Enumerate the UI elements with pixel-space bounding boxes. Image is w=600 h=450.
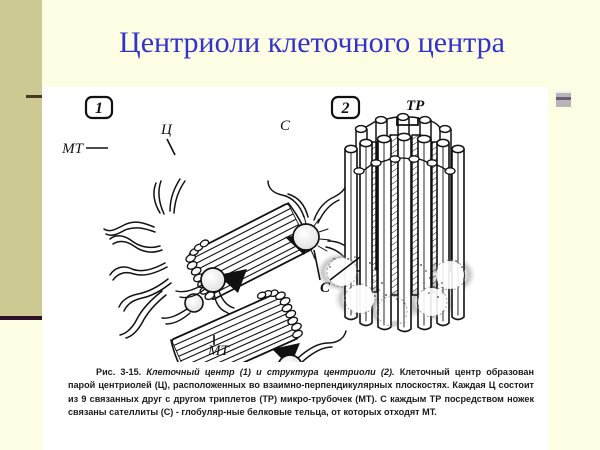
satellite-lower-right bbox=[278, 330, 347, 362]
label-tp: TP bbox=[406, 98, 425, 114]
label-ts: Ц bbox=[160, 122, 173, 138]
side-band-tick bbox=[26, 95, 50, 98]
page-title: Центриоли клеточного центра bbox=[119, 26, 505, 59]
caption-figure-title: Клеточный центр (1) и структура центриол… bbox=[146, 367, 395, 377]
panel-1-number-badge: 1 bbox=[84, 95, 114, 120]
panel-2-group bbox=[316, 112, 476, 333]
caption-figure-number: Рис. 3-15. bbox=[96, 367, 142, 377]
satellite-middle bbox=[161, 267, 235, 326]
label-mt-top: MT bbox=[61, 141, 84, 157]
figure-caption: Рис. 3-15. Клеточный центр (1) и структу… bbox=[68, 366, 534, 420]
panel-2-number-badge: 2 bbox=[330, 95, 361, 120]
side-band-rule bbox=[0, 316, 42, 320]
label-c-panel1: C bbox=[280, 118, 291, 134]
label-c-panel2: C bbox=[320, 280, 331, 296]
panel-2-number: 2 bbox=[341, 100, 350, 117]
centriole-figure: 1 2 MT Ц C MT TP C bbox=[42, 87, 548, 362]
slide-position-marker-bar bbox=[556, 97, 571, 100]
panel-1-group bbox=[103, 178, 353, 362]
caption-body: Клеточный центр образован парой центриол… bbox=[68, 367, 534, 418]
decorative-side-band bbox=[0, 0, 42, 318]
slide-position-marker bbox=[556, 91, 571, 107]
centriole-lower bbox=[170, 289, 303, 362]
panel-1-number: 1 bbox=[95, 100, 103, 117]
label-mt-bottom: MT bbox=[207, 343, 230, 359]
centriole-upper bbox=[185, 202, 313, 301]
